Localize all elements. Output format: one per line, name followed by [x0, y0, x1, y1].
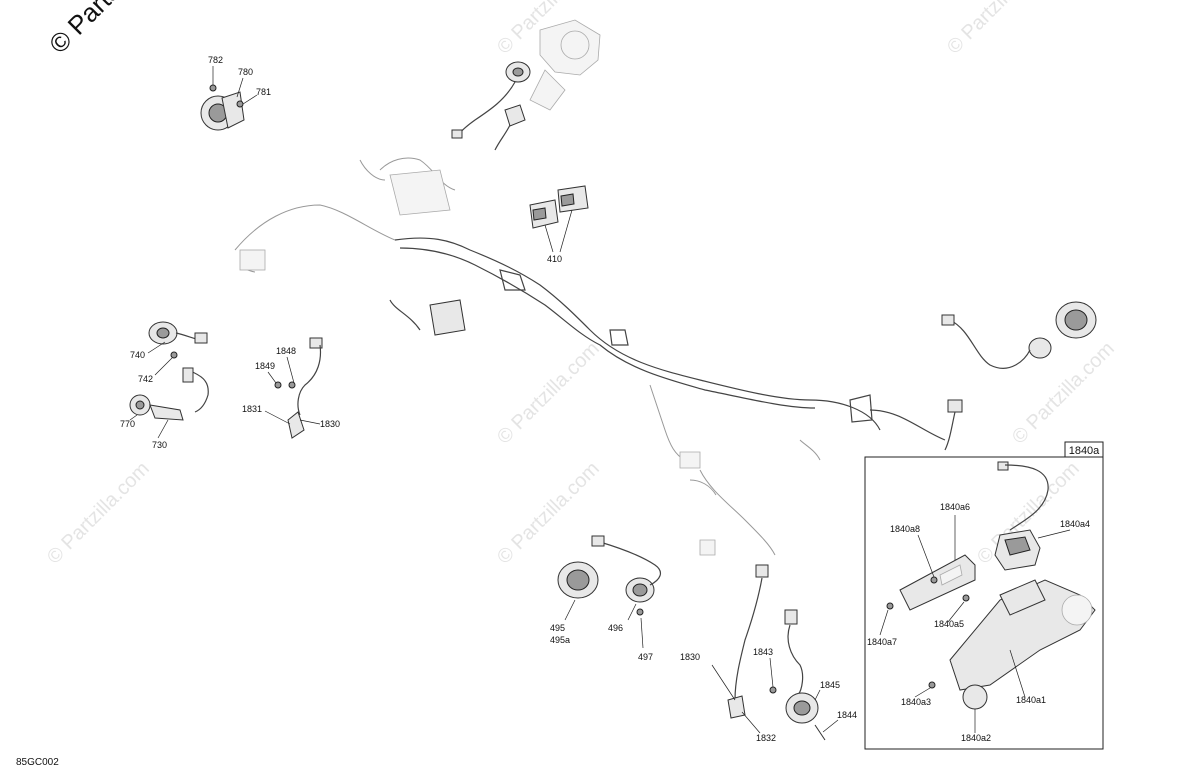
label-730: 730 — [152, 440, 167, 450]
label-497: 497 — [638, 652, 653, 662]
label-1840a2: 1840a2 — [961, 733, 991, 743]
watermark: © Partzilla.com — [493, 458, 604, 569]
label-1840a6: 1840a6 — [940, 502, 970, 512]
driving-light-right — [941, 301, 1097, 369]
label-740: 740 — [130, 350, 145, 360]
watermark: © Partzilla.com — [943, 0, 1054, 59]
label-1830-lower: 1830 — [680, 652, 700, 662]
label-780: 780 — [238, 67, 253, 77]
label-1840a7: 1840a7 — [867, 637, 897, 647]
engine-ghost-assembly — [451, 19, 601, 151]
label-742: 742 — [138, 374, 153, 384]
label-770: 770 — [120, 419, 135, 429]
main-wiring-harness — [234, 157, 963, 556]
label-1840a3: 1840a3 — [901, 697, 931, 707]
horn-assembly — [200, 66, 258, 131]
part-labels: 782 780 781 410 740 742 770 730 1848 184… — [120, 55, 1090, 743]
watermark: © Partzilla.com — [43, 458, 154, 569]
label-1830-upper: 1830 — [320, 419, 340, 429]
left-sensor-group — [129, 321, 209, 439]
label-1849: 1849 — [255, 361, 275, 371]
relay-pair — [529, 185, 589, 253]
label-410: 410 — [547, 254, 562, 264]
watermark-layer: © Parts © Partzilla.com © Partzilla.com … — [43, 0, 1119, 569]
label-1840a1: 1840a1 — [1016, 695, 1046, 705]
label-495: 495 — [550, 623, 565, 633]
inset-title-tab — [1064, 441, 1104, 458]
label-782: 782 — [208, 55, 223, 65]
label-496: 496 — [608, 623, 623, 633]
label-1832: 1832 — [756, 733, 776, 743]
watermark-top-left: © Parts — [43, 0, 126, 59]
label-1840a8: 1840a8 — [890, 524, 920, 534]
inset-frame — [864, 456, 1104, 750]
speed-sensor-group-upper — [264, 337, 323, 439]
speed-sensor-group-lower — [711, 564, 839, 741]
label-1848: 1848 — [276, 346, 296, 356]
watermark: © Partzilla.com — [1008, 338, 1119, 449]
diagram-code: 85GC002 — [16, 757, 59, 768]
label-495a: 495a — [550, 635, 570, 645]
label-1844: 1844 — [837, 710, 857, 720]
label-1843: 1843 — [753, 647, 773, 657]
label-1845: 1845 — [820, 680, 840, 690]
inset-box-1840a: 1840a — [864, 441, 1104, 750]
label-1840a5: 1840a5 — [934, 619, 964, 629]
watermark: © Partzilla.com — [493, 338, 604, 449]
label-1840a4: 1840a4 — [1060, 519, 1090, 529]
driving-light-bottom — [557, 535, 662, 649]
inset-title: 1840a — [1069, 445, 1100, 457]
label-781: 781 — [256, 87, 271, 97]
label-1831: 1831 — [242, 404, 262, 414]
